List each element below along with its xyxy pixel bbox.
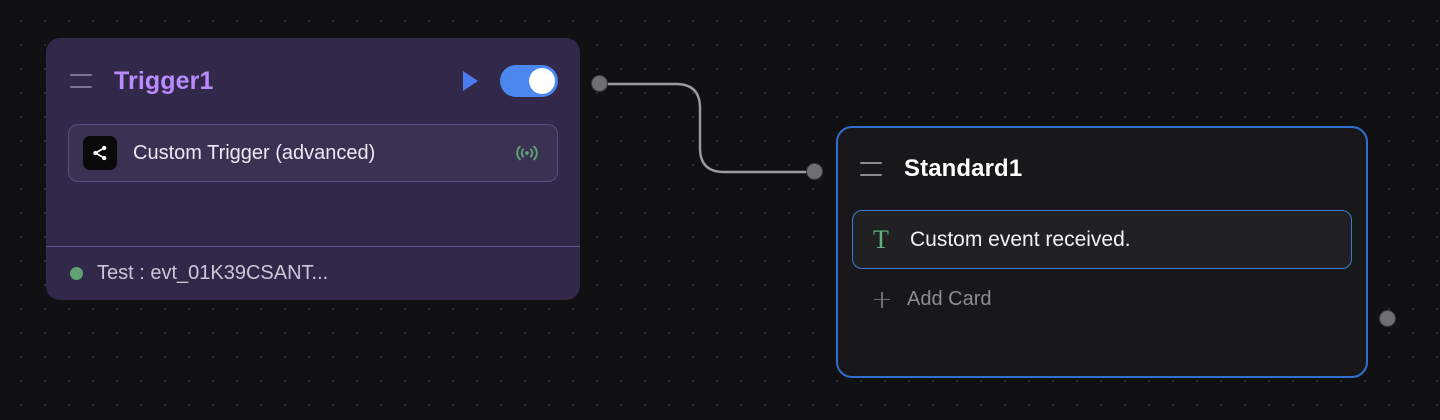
plus-icon xyxy=(874,291,890,308)
toggle-knob xyxy=(529,68,555,94)
trigger1-status-text: Test : evt_01K39CSANT... xyxy=(97,262,329,284)
status-dot-icon xyxy=(70,267,83,280)
text-type-icon: T xyxy=(873,224,889,254)
standard-output-port[interactable] xyxy=(1379,310,1396,327)
trigger1-divider xyxy=(46,246,580,247)
add-card-button[interactable]: Add Card xyxy=(838,288,1366,311)
toggle-switch-on[interactable] xyxy=(500,65,558,97)
standard1-title: Standard1 xyxy=(904,155,1023,182)
edge-trigger1-to-standard1 xyxy=(606,82,808,174)
add-card-label: Add Card xyxy=(907,288,992,310)
trigger1-action-card[interactable]: Custom Trigger (advanced) xyxy=(68,124,558,182)
broadcast-signal-icon xyxy=(514,142,540,164)
standard1-card-item[interactable]: T Custom event received. xyxy=(852,210,1352,269)
play-icon[interactable] xyxy=(460,70,480,92)
trigger1-title: Trigger1 xyxy=(114,66,214,95)
node-trigger1[interactable]: Trigger1 Custom Trigger (advanced) xyxy=(46,38,580,300)
share-nodes-icon xyxy=(83,136,117,170)
drag-handle-icon[interactable] xyxy=(70,74,92,88)
trigger1-footer[interactable]: Test : evt_01K39CSANT... xyxy=(46,247,580,300)
trigger1-action-label: Custom Trigger (advanced) xyxy=(133,141,376,164)
drag-handle-icon[interactable] xyxy=(860,162,882,176)
standard-input-port[interactable] xyxy=(806,163,823,180)
standard1-card-label: Custom event received. xyxy=(910,227,1131,251)
node-standard1[interactable]: Standard1 T Custom event received. Add C… xyxy=(836,126,1368,378)
standard1-header: Standard1 xyxy=(838,128,1366,210)
trigger1-header: Trigger1 xyxy=(46,38,580,124)
trigger-output-port[interactable] xyxy=(591,75,608,92)
